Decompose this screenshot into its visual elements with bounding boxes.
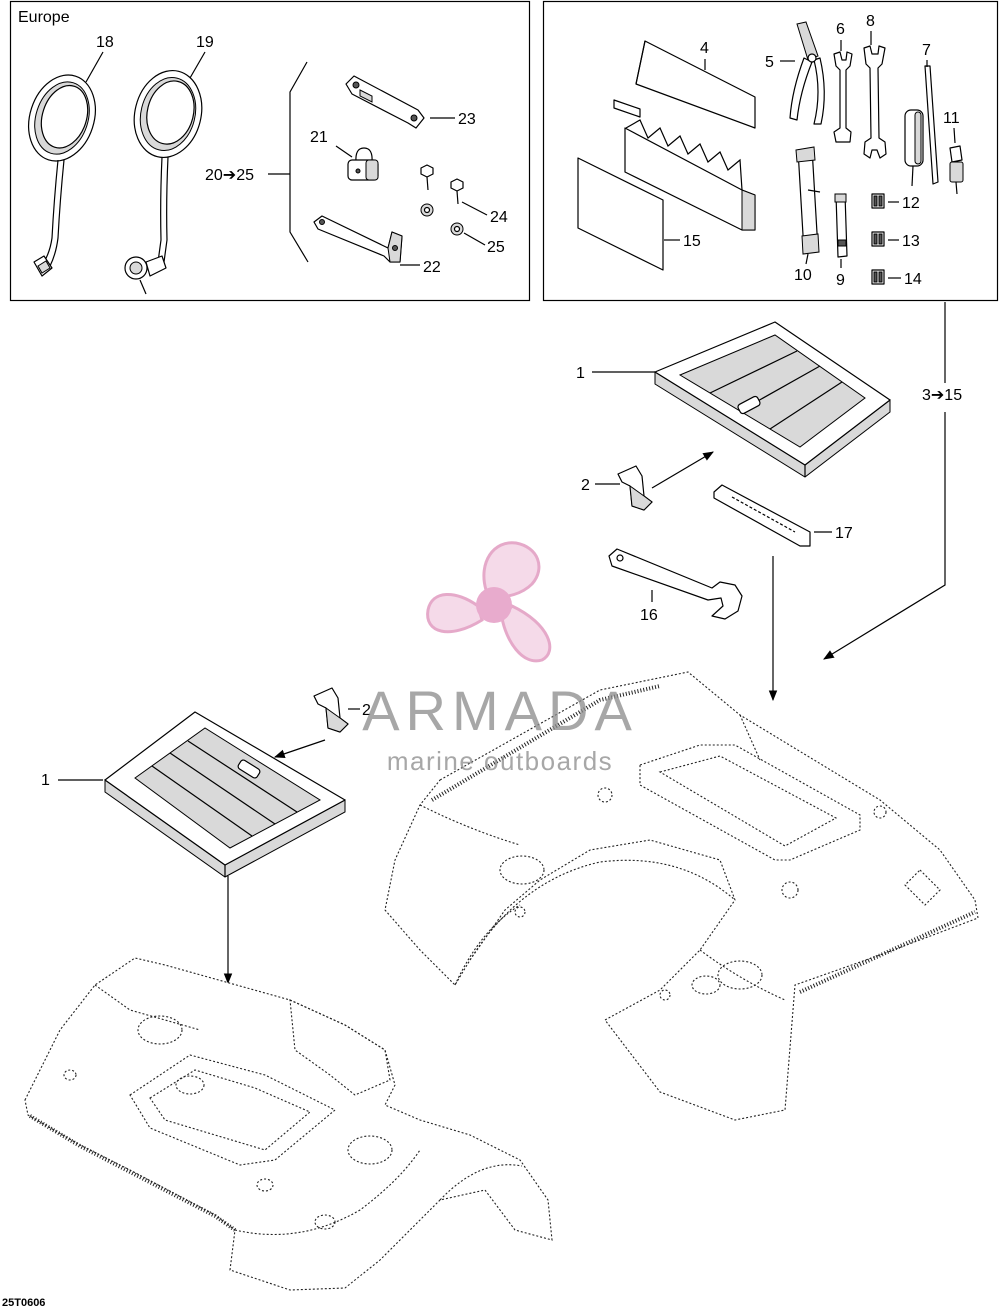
pliers-5 bbox=[789, 21, 825, 125]
callout-1-upper: 1 bbox=[576, 365, 585, 382]
leader-25 bbox=[463, 232, 486, 246]
spanner-16 bbox=[608, 548, 743, 620]
callout-23: 23 bbox=[458, 111, 476, 128]
leader-10 bbox=[805, 253, 809, 265]
propeller-logo-icon bbox=[426, 541, 552, 663]
callout-20-25: 20➔25 bbox=[205, 167, 254, 184]
screwdriver-7 bbox=[904, 65, 939, 187]
lock-21 bbox=[347, 147, 379, 181]
bar-17 bbox=[713, 484, 811, 547]
strap-23 bbox=[345, 75, 425, 129]
callout-4: 4 bbox=[700, 40, 709, 57]
callout-17: 17 bbox=[835, 525, 853, 542]
clip-2-lower bbox=[313, 687, 349, 733]
front-fender bbox=[24, 957, 553, 1291]
europe-box: Europe 18 bbox=[9, 0, 531, 302]
callout-8: 8 bbox=[866, 13, 875, 30]
callout-2-upper: 2 bbox=[581, 477, 590, 494]
fuse-12 bbox=[871, 193, 885, 209]
booklet-15 bbox=[577, 157, 664, 271]
callout-19: 19 bbox=[196, 34, 214, 51]
callout-24: 24 bbox=[490, 209, 508, 226]
drawing-code: 25T0606 bbox=[2, 1297, 45, 1309]
callout-1-lower: 1 bbox=[41, 772, 50, 789]
clip-2-upper bbox=[617, 465, 653, 511]
rear-fender bbox=[384, 671, 979, 1121]
callout-16: 16 bbox=[640, 607, 658, 624]
rack-1-upper bbox=[654, 321, 891, 478]
arrow-clip-to-rack bbox=[651, 451, 714, 489]
callout-5: 5 bbox=[765, 54, 774, 71]
callout-11: 11 bbox=[943, 110, 960, 127]
screws-24 bbox=[420, 164, 464, 205]
socket-10 bbox=[795, 146, 821, 255]
wrench-6 bbox=[833, 51, 853, 143]
toolkit-box-frame bbox=[542, 0, 999, 302]
watermark: ARMADA marine outboards bbox=[362, 541, 638, 776]
fuse-13 bbox=[871, 231, 885, 247]
leader-21 bbox=[335, 145, 353, 158]
callout-14: 14 bbox=[904, 271, 922, 288]
callout-2-lower: 2 bbox=[362, 702, 371, 719]
mirror-18 bbox=[28, 74, 96, 277]
rack-1-lower bbox=[104, 711, 346, 878]
callout-10: 10 bbox=[794, 267, 812, 284]
watermark-brand: ARMADA bbox=[362, 679, 638, 742]
wrench-8 bbox=[863, 45, 887, 159]
kit-bracket-line bbox=[289, 61, 309, 263]
europe-box-frame bbox=[9, 0, 531, 302]
nuts-25 bbox=[420, 203, 464, 236]
europe-box-title: Europe bbox=[18, 9, 70, 26]
arrow-clip-to-lower-rack bbox=[273, 739, 326, 758]
bracket-22 bbox=[313, 215, 403, 263]
leader-24 bbox=[461, 201, 488, 216]
callout-7: 7 bbox=[922, 42, 931, 59]
callout-9: 9 bbox=[836, 272, 845, 289]
callout-18: 18 bbox=[96, 34, 114, 51]
callout-25: 25 bbox=[487, 239, 505, 256]
callout-22: 22 bbox=[423, 259, 441, 276]
callout-3-15: 3➔15 bbox=[922, 387, 962, 404]
leader-11 bbox=[953, 127, 956, 144]
tool-bag-4 bbox=[613, 40, 756, 231]
leader-18 bbox=[85, 51, 104, 83]
plug-11 bbox=[949, 145, 964, 195]
callout-21: 21 bbox=[310, 129, 328, 146]
callout-12: 12 bbox=[902, 195, 920, 212]
mirror-19 bbox=[124, 69, 203, 295]
watermark-tagline: marine outboards bbox=[387, 746, 613, 776]
leader-19 bbox=[189, 51, 206, 79]
toolkit-connector: 3➔15 bbox=[823, 302, 962, 660]
tube-9 bbox=[834, 193, 848, 258]
callout-6: 6 bbox=[836, 21, 845, 38]
callout-13: 13 bbox=[902, 233, 920, 250]
fuse-14 bbox=[871, 269, 885, 285]
toolkit-box: 4 15 5 6 8 bbox=[542, 0, 999, 302]
callout-15: 15 bbox=[683, 233, 701, 250]
